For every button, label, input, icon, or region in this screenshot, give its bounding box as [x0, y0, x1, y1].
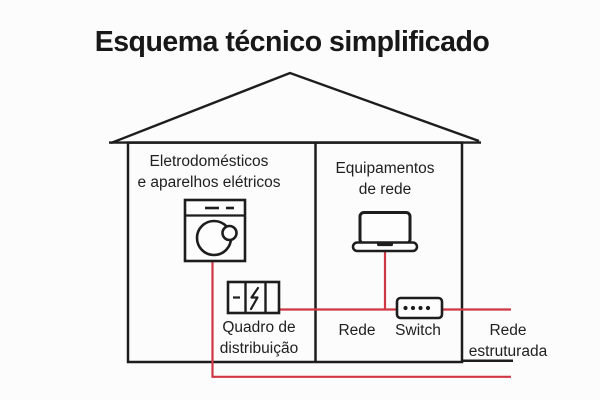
switch-label: Switch	[395, 322, 441, 339]
network-section-label: Equipamentos de rede	[335, 158, 434, 200]
distribution-board-label-line2: distribuição	[219, 340, 299, 357]
distribution-board-icon	[226, 280, 281, 315]
lightning-bolt-icon	[249, 286, 260, 311]
distribution-board-label: Quadro de distribuição	[220, 317, 298, 359]
structured-network-label-line1: Rede	[489, 322, 527, 339]
structured-network-label: Rede estruturada	[469, 320, 547, 362]
washing-machine-icon	[183, 198, 247, 263]
roof-outline	[109, 71, 481, 145]
power-cable	[211, 261, 511, 378]
appliances-section-label-line2: e aparelhos elétricos	[137, 174, 281, 191]
page-title: Esquema técnico simplificado	[94, 26, 490, 58]
distribution-board-label-line1: Quadro de	[222, 319, 296, 336]
network-label: Rede	[338, 322, 376, 339]
appliances-section-label: Eletrodomésticos e aparelhos elétricos	[137, 151, 280, 193]
laptop-icon	[351, 211, 419, 253]
network-section-label-line1: Equipamentos	[335, 160, 435, 177]
house-outline	[126, 141, 464, 364]
switch-icon	[395, 296, 444, 320]
appliances-section-label-line1: Eletrodomésticos	[149, 153, 269, 170]
structured-network-label-line2: estruturada	[468, 343, 548, 360]
network-section-label-line2: de rede	[358, 181, 412, 198]
